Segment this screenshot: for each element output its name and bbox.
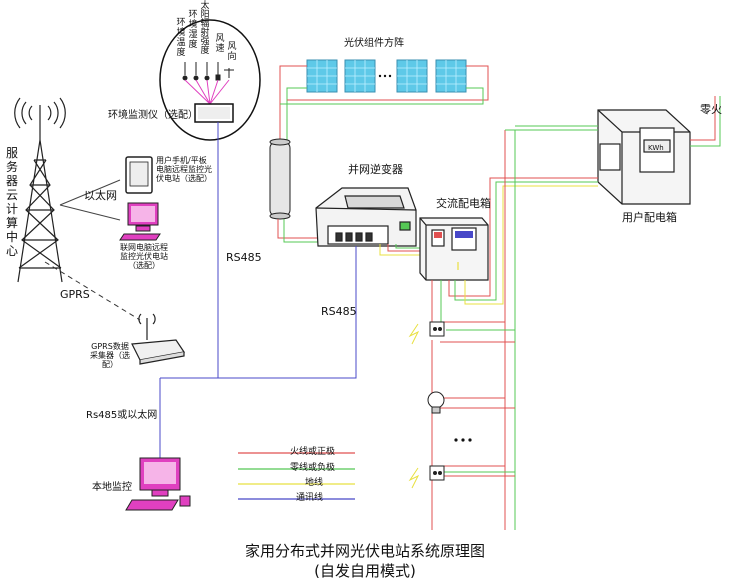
mobile-label: 用户手机/平板电脑远程监控光伏电站（选配） [156, 156, 212, 183]
rs485-or-eth-label: Rs485或以太网 [86, 410, 158, 421]
ac-box-label: 交流配电箱 [436, 197, 491, 210]
house-wiring [431, 96, 721, 530]
inverter-label: 并网逆变器 [348, 163, 403, 176]
inverter-device [315, 187, 417, 247]
kwh-label: KWh [648, 144, 664, 152]
gprs-collector-icon [131, 313, 186, 365]
user-box-device [597, 109, 691, 205]
local-pc-icon [125, 457, 191, 511]
legend-swatches [238, 452, 355, 500]
comm-lines [159, 122, 357, 460]
legend-label-fire: 火线或正极 [290, 447, 336, 457]
legend-label-zero: 零线或负极 [290, 463, 336, 473]
ellipsis-dots [454, 438, 472, 442]
pv-wiring [279, 65, 489, 140]
wind-direction-label: 风向 [227, 42, 237, 62]
solar-irradiance-label: 太阳辐射强度 [200, 1, 210, 56]
legend-label-ground: 地线 [305, 478, 324, 488]
env-monitor-circle [159, 19, 261, 141]
gprs-collector-label: GPRS数据采集器（选配） [90, 342, 130, 369]
local-monitor-label: 本地监控 [92, 482, 132, 493]
pv-array [306, 59, 467, 93]
wind-speed-label: 风速 [215, 34, 225, 54]
user-box-label: 用户配电箱 [622, 211, 677, 224]
pc-remote-label: 联网电脑远程监控光伏电站（选配） [120, 243, 168, 270]
env-temp-label: 环境温度 [176, 18, 186, 58]
ac-box-device [419, 217, 489, 281]
bulb-icon [427, 391, 445, 414]
socket-icon-2 [408, 465, 445, 489]
ethernet-links [59, 179, 121, 221]
tower-icon [14, 97, 66, 283]
diagram-title: 家用分布式并网光伏电站系统原理图 [244, 542, 485, 560]
diagram-subtitle: (自发自用模式) [314, 562, 416, 580]
sensor-icons [182, 62, 234, 81]
sensor-wires [184, 79, 230, 105]
rs485-left-label: RS485 [226, 251, 262, 264]
rs485-right-label: RS485 [321, 305, 357, 318]
env-humidity-label: 环境湿度 [188, 10, 198, 50]
pc-remote-icon [119, 202, 161, 241]
gprs-label: GPRS [60, 288, 90, 301]
mobile-device-icon [125, 156, 153, 194]
socket-icon-1 [408, 321, 445, 345]
legend-label-comm: 通讯线 [296, 493, 324, 503]
combiner-tube [269, 138, 291, 220]
gprs-dashed-link [44, 261, 141, 321]
service-center-label: 服务器云计算中心 [6, 146, 19, 258]
zero-fire-label: 零火 [700, 103, 722, 116]
env-monitor-label: 环境监测仪（选配） [108, 110, 198, 121]
ethernet-label: 以太网 [84, 189, 117, 202]
pv-array-label: 光伏组件方阵 [344, 38, 404, 49]
